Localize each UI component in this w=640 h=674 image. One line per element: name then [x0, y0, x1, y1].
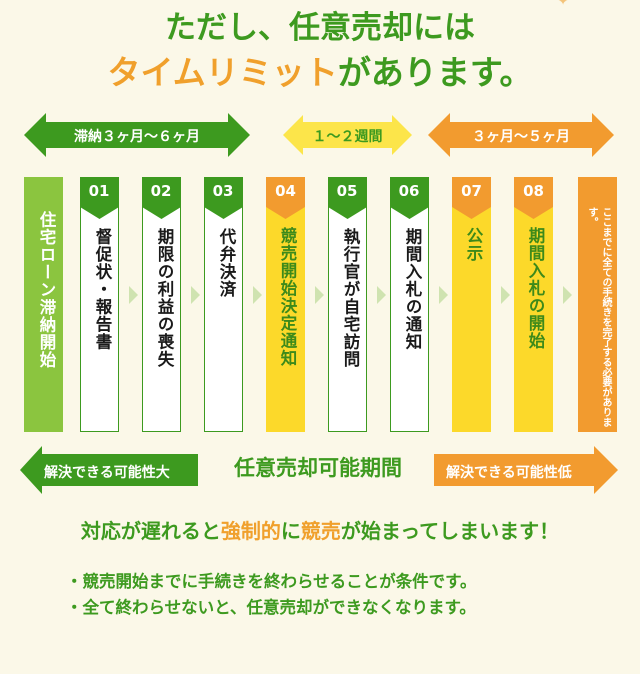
- step-02: 02 期限の利益の喪失: [141, 177, 181, 432]
- step-number-tag: 04: [266, 177, 305, 219]
- period-arrow-2: [283, 115, 412, 155]
- title-line2-rest: があります。: [337, 53, 533, 92]
- step-separator-icon: [501, 286, 510, 304]
- step-separator-icon: [315, 286, 324, 304]
- step-label: 期間入札の開始: [526, 227, 545, 350]
- step-number-tag: 05: [327, 177, 367, 219]
- step-number: 07: [461, 182, 482, 200]
- start-label: 住宅ローン滞納開始: [37, 211, 56, 369]
- bottom-arrows: [20, 446, 618, 494]
- end-column: ここまでに全ての手続きを完了する必要があります。: [578, 177, 617, 432]
- title-line2: タイムリミットがあります。: [0, 46, 640, 94]
- step-separator-icon: [129, 286, 138, 304]
- step-separator-icon: [377, 286, 386, 304]
- step-separator-icon: [191, 286, 200, 304]
- step-04: 04 競売開始決定通知: [266, 177, 305, 432]
- step-08: 08 期間入札の開始: [514, 177, 553, 432]
- warning-part2: に: [280, 519, 301, 543]
- warning-highlight-2: 競売: [300, 519, 341, 543]
- period-arrows: [24, 113, 614, 157]
- step-label: 執行官が自宅訪問: [341, 228, 360, 368]
- step-03: 03 代弁決済: [203, 177, 243, 432]
- step-number-tag: 02: [141, 177, 181, 219]
- warning-text: 対応が遅れると強制的に競売が始まってしまいます！: [0, 515, 640, 544]
- step-separator-icon: [439, 286, 448, 304]
- step-number-tag: 06: [389, 177, 429, 219]
- period-arrow-1: [24, 113, 250, 157]
- step-number: 04: [275, 182, 296, 200]
- period-label-1: 滞納３ヶ月〜６ヶ月: [74, 129, 200, 145]
- step-label: 督促状・報告書: [93, 228, 112, 351]
- bottom-left-label: 解決できる可能性大: [44, 465, 170, 481]
- decorative-sparkle-icon: ✦: [558, 0, 569, 8]
- bottom-arrow-right: [434, 446, 618, 494]
- start-column: 住宅ローン滞納開始: [24, 177, 63, 432]
- bottom-right-label: 解決できる可能性低: [446, 465, 572, 481]
- period-arrow-3: [428, 113, 614, 157]
- step-number-tag: 03: [203, 177, 243, 219]
- step-label: 競売開始決定通知: [278, 227, 297, 367]
- title-line1: ただし、任意売却には: [165, 10, 475, 46]
- period-label-3: ３ヶ月〜５ヶ月: [472, 129, 570, 145]
- bottom-center-label: 任意売却可能期間: [234, 456, 402, 480]
- step-separator-icon: [253, 286, 262, 304]
- warning-highlight-1: 強制的: [220, 519, 281, 543]
- step-separator-icon: [563, 286, 572, 304]
- step-label: 公示: [464, 227, 483, 262]
- warning-part3: が始まってしまいます！: [340, 519, 560, 543]
- step-01: 01 督促状・報告書: [79, 177, 119, 432]
- step-label: 期間入札の通知: [403, 228, 422, 351]
- bottom-arrow-left: [20, 446, 198, 494]
- step-number: 08: [523, 182, 544, 200]
- step-number-tag: 07: [452, 177, 491, 219]
- step-label: 期限の利益の喪失: [155, 228, 174, 368]
- period-label-2: １〜２週間: [312, 129, 383, 145]
- note-1: ・競売開始までに手続きを終わらせることが条件です。: [66, 572, 477, 591]
- title-highlight: タイムリミット: [107, 53, 338, 92]
- end-label: ここまでに全ての手続きを完了する必要があります。: [586, 207, 611, 427]
- step-number-tag: 01: [79, 177, 119, 219]
- step-number: 01: [88, 182, 110, 200]
- note-2: ・全て終わらせないと、任意売却ができなくなります。: [66, 598, 476, 617]
- step-06: 06 期間入札の通知: [389, 177, 429, 432]
- step-number-tag: 08: [514, 177, 553, 219]
- step-number: 03: [212, 182, 234, 200]
- step-number: 05: [336, 182, 358, 200]
- step-07: 07 公示: [452, 177, 491, 432]
- step-05: 05 執行官が自宅訪問: [327, 177, 367, 432]
- step-number: 06: [398, 182, 420, 200]
- warning-part1: 対応が遅れると: [80, 519, 221, 543]
- step-label: 代弁決済: [217, 228, 236, 298]
- step-number: 02: [150, 182, 172, 200]
